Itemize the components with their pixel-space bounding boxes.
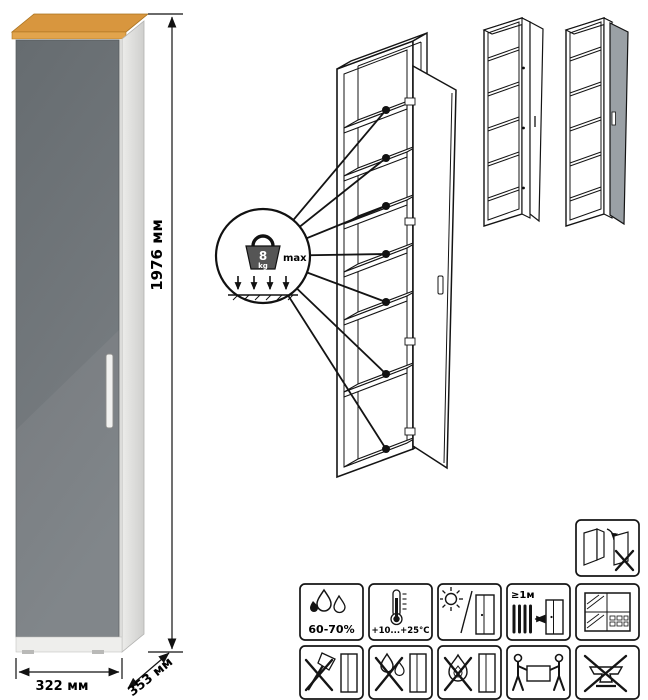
- cabinet-side-panel: [121, 20, 145, 653]
- pictogram-carry-two-people: [506, 645, 571, 700]
- hinge-dots: [522, 66, 525, 190]
- no-wet-cleaning-icon: [374, 652, 427, 693]
- cabinet-top-surface: [10, 13, 150, 33]
- door-adjustment-icon: [583, 528, 635, 572]
- diagram-door-handle: [437, 275, 444, 295]
- assembly-diagram: 8 kg max: [214, 31, 457, 479]
- height-dimension-label: 1976 мм: [148, 219, 166, 291]
- pictogram-humidity: 60-70%: [299, 583, 364, 641]
- diagram-open-door: [404, 64, 457, 470]
- door-sheen: [16, 330, 119, 637]
- max-load-unit: kg: [258, 262, 268, 270]
- max-load-max-label: max: [283, 253, 307, 264]
- cabinet-foot-left: [22, 650, 34, 654]
- no-impact-axe-icon: [304, 652, 358, 693]
- cabinet-foot-right: [92, 650, 104, 654]
- humidity-label: 60-70%: [308, 623, 354, 636]
- max-load-callout: 8 kg max: [214, 207, 312, 305]
- variant-left-door: [529, 20, 544, 223]
- pictogram-sunlight: [437, 583, 502, 641]
- no-heavy-load-icon: [583, 654, 628, 693]
- variant-drawing-left: [482, 17, 544, 227]
- pictogram-no-wet-cleaning: [368, 645, 433, 700]
- cabinet-plinth: [15, 636, 123, 653]
- pictogram-no-heavy-load: [575, 645, 640, 700]
- variant-right-door-handle: [611, 111, 616, 126]
- water-drops-icon: [310, 588, 346, 614]
- pictogram-ventilation: [575, 583, 640, 641]
- pictogram-heater-distance: ≥1м: [506, 583, 571, 641]
- min-distance-label: ≥1м: [511, 590, 535, 601]
- door-handle: [105, 353, 114, 429]
- kettlebell-weight-icon: 8 kg: [245, 234, 281, 270]
- load-arrows: [228, 276, 298, 301]
- width-dimension-label: 322 мм: [36, 679, 89, 694]
- variant-right-door-panel: [609, 22, 629, 226]
- no-heat-source-icon: [443, 653, 496, 693]
- cabinet-door: [15, 39, 120, 638]
- temperature-label: +10...+25°C: [371, 626, 429, 636]
- carry-with-two-people-icon: [512, 653, 565, 691]
- depth-dimension-arrow: [127, 652, 170, 689]
- ventilated-room-icon: [584, 592, 631, 632]
- cabinet-top-lip: [11, 31, 127, 40]
- pictogram-door-adjustment: [575, 519, 640, 577]
- variant-drawing-right: [564, 17, 629, 227]
- no-direct-sunlight-icon: [440, 587, 495, 635]
- keep-distance-from-heater-icon: [512, 599, 564, 635]
- cabinet-photo: [10, 13, 150, 654]
- thermometer-icon: [390, 589, 407, 626]
- pictogram-temperature: +10...+25°C: [368, 583, 433, 641]
- max-load-value: 8: [259, 249, 267, 263]
- pictogram-no-impact: [299, 645, 364, 700]
- pictogram-no-heat: [437, 645, 502, 700]
- depth-dimension-label: 353 мм: [126, 655, 177, 700]
- hinge-icon: [404, 97, 416, 436]
